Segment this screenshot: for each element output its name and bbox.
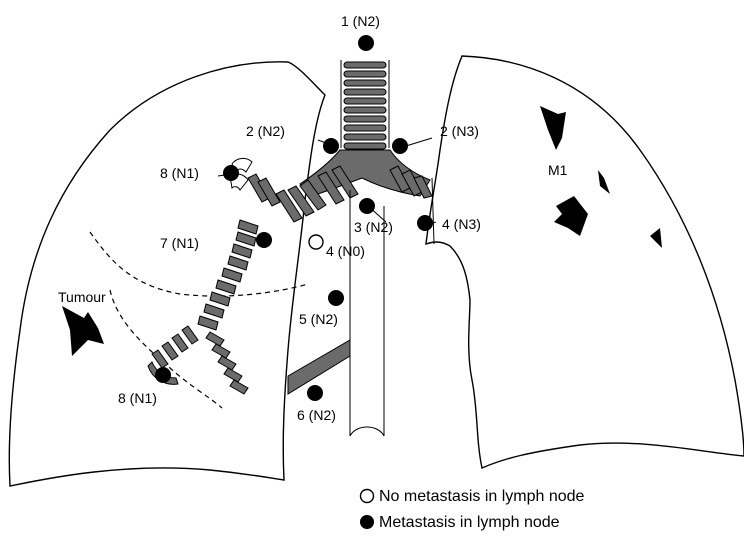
- label-node-3: 3 (N2): [354, 219, 393, 235]
- trachea-rings: [344, 62, 386, 149]
- label-node-6: 6 (N2): [297, 407, 336, 423]
- legend-positive-label: Metastasis in lymph node: [379, 514, 560, 531]
- lymph-node-2-right: [392, 138, 408, 154]
- lymph-node-1: [358, 35, 374, 51]
- lymph-node-3: [359, 198, 375, 214]
- label-node-4-right: 4 (N3): [442, 216, 481, 232]
- legend: No metastasis in lymph node Metastasis i…: [360, 488, 585, 531]
- lymph-node-7: [256, 232, 272, 248]
- ligament-band: [288, 340, 350, 394]
- legend-positive-marker: [360, 515, 374, 529]
- lymph-node-8-lower: [155, 367, 171, 383]
- label-tumour: Tumour: [58, 289, 106, 305]
- leader-2-right: [406, 138, 432, 146]
- label-node-2-right: 2 (N3): [440, 123, 479, 139]
- label-node-4-left: 4 (N0): [326, 243, 365, 259]
- lymph-node-6: [307, 385, 323, 401]
- label-node-5: 5 (N2): [299, 311, 338, 327]
- oesophagus-end: [350, 427, 384, 436]
- label-node-1: 1 (N2): [341, 13, 380, 29]
- lymph-node-8-upper: [223, 165, 239, 181]
- label-node-8-lower: 8 (N1): [118, 390, 157, 406]
- label-node-2-left: 2 (N2): [246, 123, 285, 139]
- label-node-7: 7 (N1): [160, 235, 199, 251]
- legend-negative-marker: [361, 490, 374, 503]
- label-node-8-upper: 8 (N1): [160, 165, 199, 181]
- lymph-node-2-left: [323, 138, 339, 154]
- lymph-node-5: [328, 290, 344, 306]
- right-lung-outline: [426, 56, 744, 468]
- legend-negative-label: No metastasis in lymph node: [379, 488, 585, 505]
- lymph-node-4-right: [417, 215, 433, 231]
- label-m1: M1: [548, 162, 568, 178]
- lymph-node-4-left: [309, 235, 323, 249]
